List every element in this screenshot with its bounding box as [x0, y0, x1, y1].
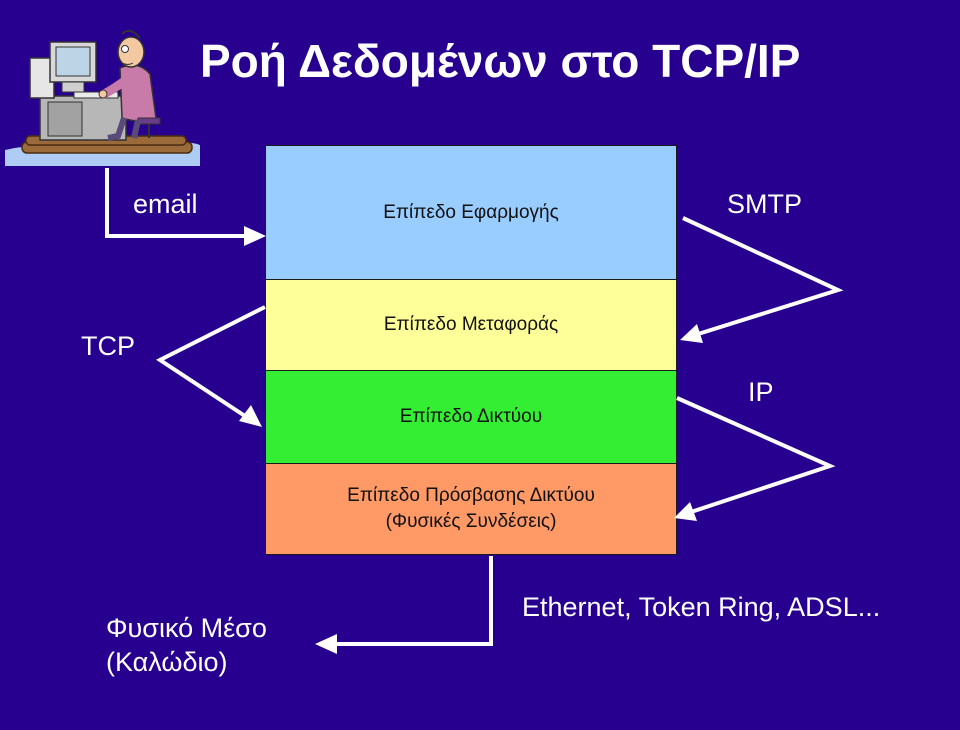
medium-arrow — [330, 556, 493, 646]
smtp-arrow — [682, 216, 844, 337]
application-layer-label: Επίπεδο Εφαρμογής — [383, 201, 559, 223]
network-access-layer: Επίπεδο Πρόσβασης Δικτύου (Φυσικές Συνδέ… — [265, 463, 677, 555]
physical-medium-label: Φυσικό Μέσο (Καλώδιο) — [106, 612, 267, 680]
page-title: Ροή Δεδομένων στο TCP/IP — [200, 35, 801, 87]
network-access-layer-sublabel: (Φυσικές Συνδέσεις) — [385, 511, 557, 532]
transport-layer-label: Επίπεδο Μεταφοράς — [383, 314, 559, 336]
physical-medium-line1: Φυσικό Μέσο — [106, 613, 267, 643]
ip-arrowhead — [674, 502, 697, 521]
application-layer: Επίπεδο Εφαρμογής — [265, 145, 677, 280]
network-layer: Επίπεδο Δικτύου — [265, 370, 677, 464]
smtp-label: SMTP — [727, 189, 803, 219]
technologies-label: Ethernet, Token Ring, ADSL... — [522, 592, 881, 622]
network-layer-label: Επίπεδο Δικτύου — [399, 406, 543, 428]
network-access-layer-label: Επίπεδο Πρόσβασης Δικτύου — [347, 485, 595, 507]
physical-medium-line2: (Καλώδιο) — [106, 646, 228, 677]
smtp-arrowhead — [680, 324, 703, 343]
email-label: email — [133, 189, 198, 219]
email-arrow — [105, 168, 250, 238]
tcp-arrow — [156, 305, 266, 420]
tcp-label: TCP — [81, 331, 135, 361]
medium-arrowhead — [315, 634, 337, 654]
person-at-computer-icon — [5, 29, 200, 166]
tcp-arrowhead — [239, 405, 262, 427]
email-arrowhead — [244, 226, 266, 246]
ip-label: IP — [748, 377, 774, 407]
ip-arrow — [676, 396, 836, 515]
